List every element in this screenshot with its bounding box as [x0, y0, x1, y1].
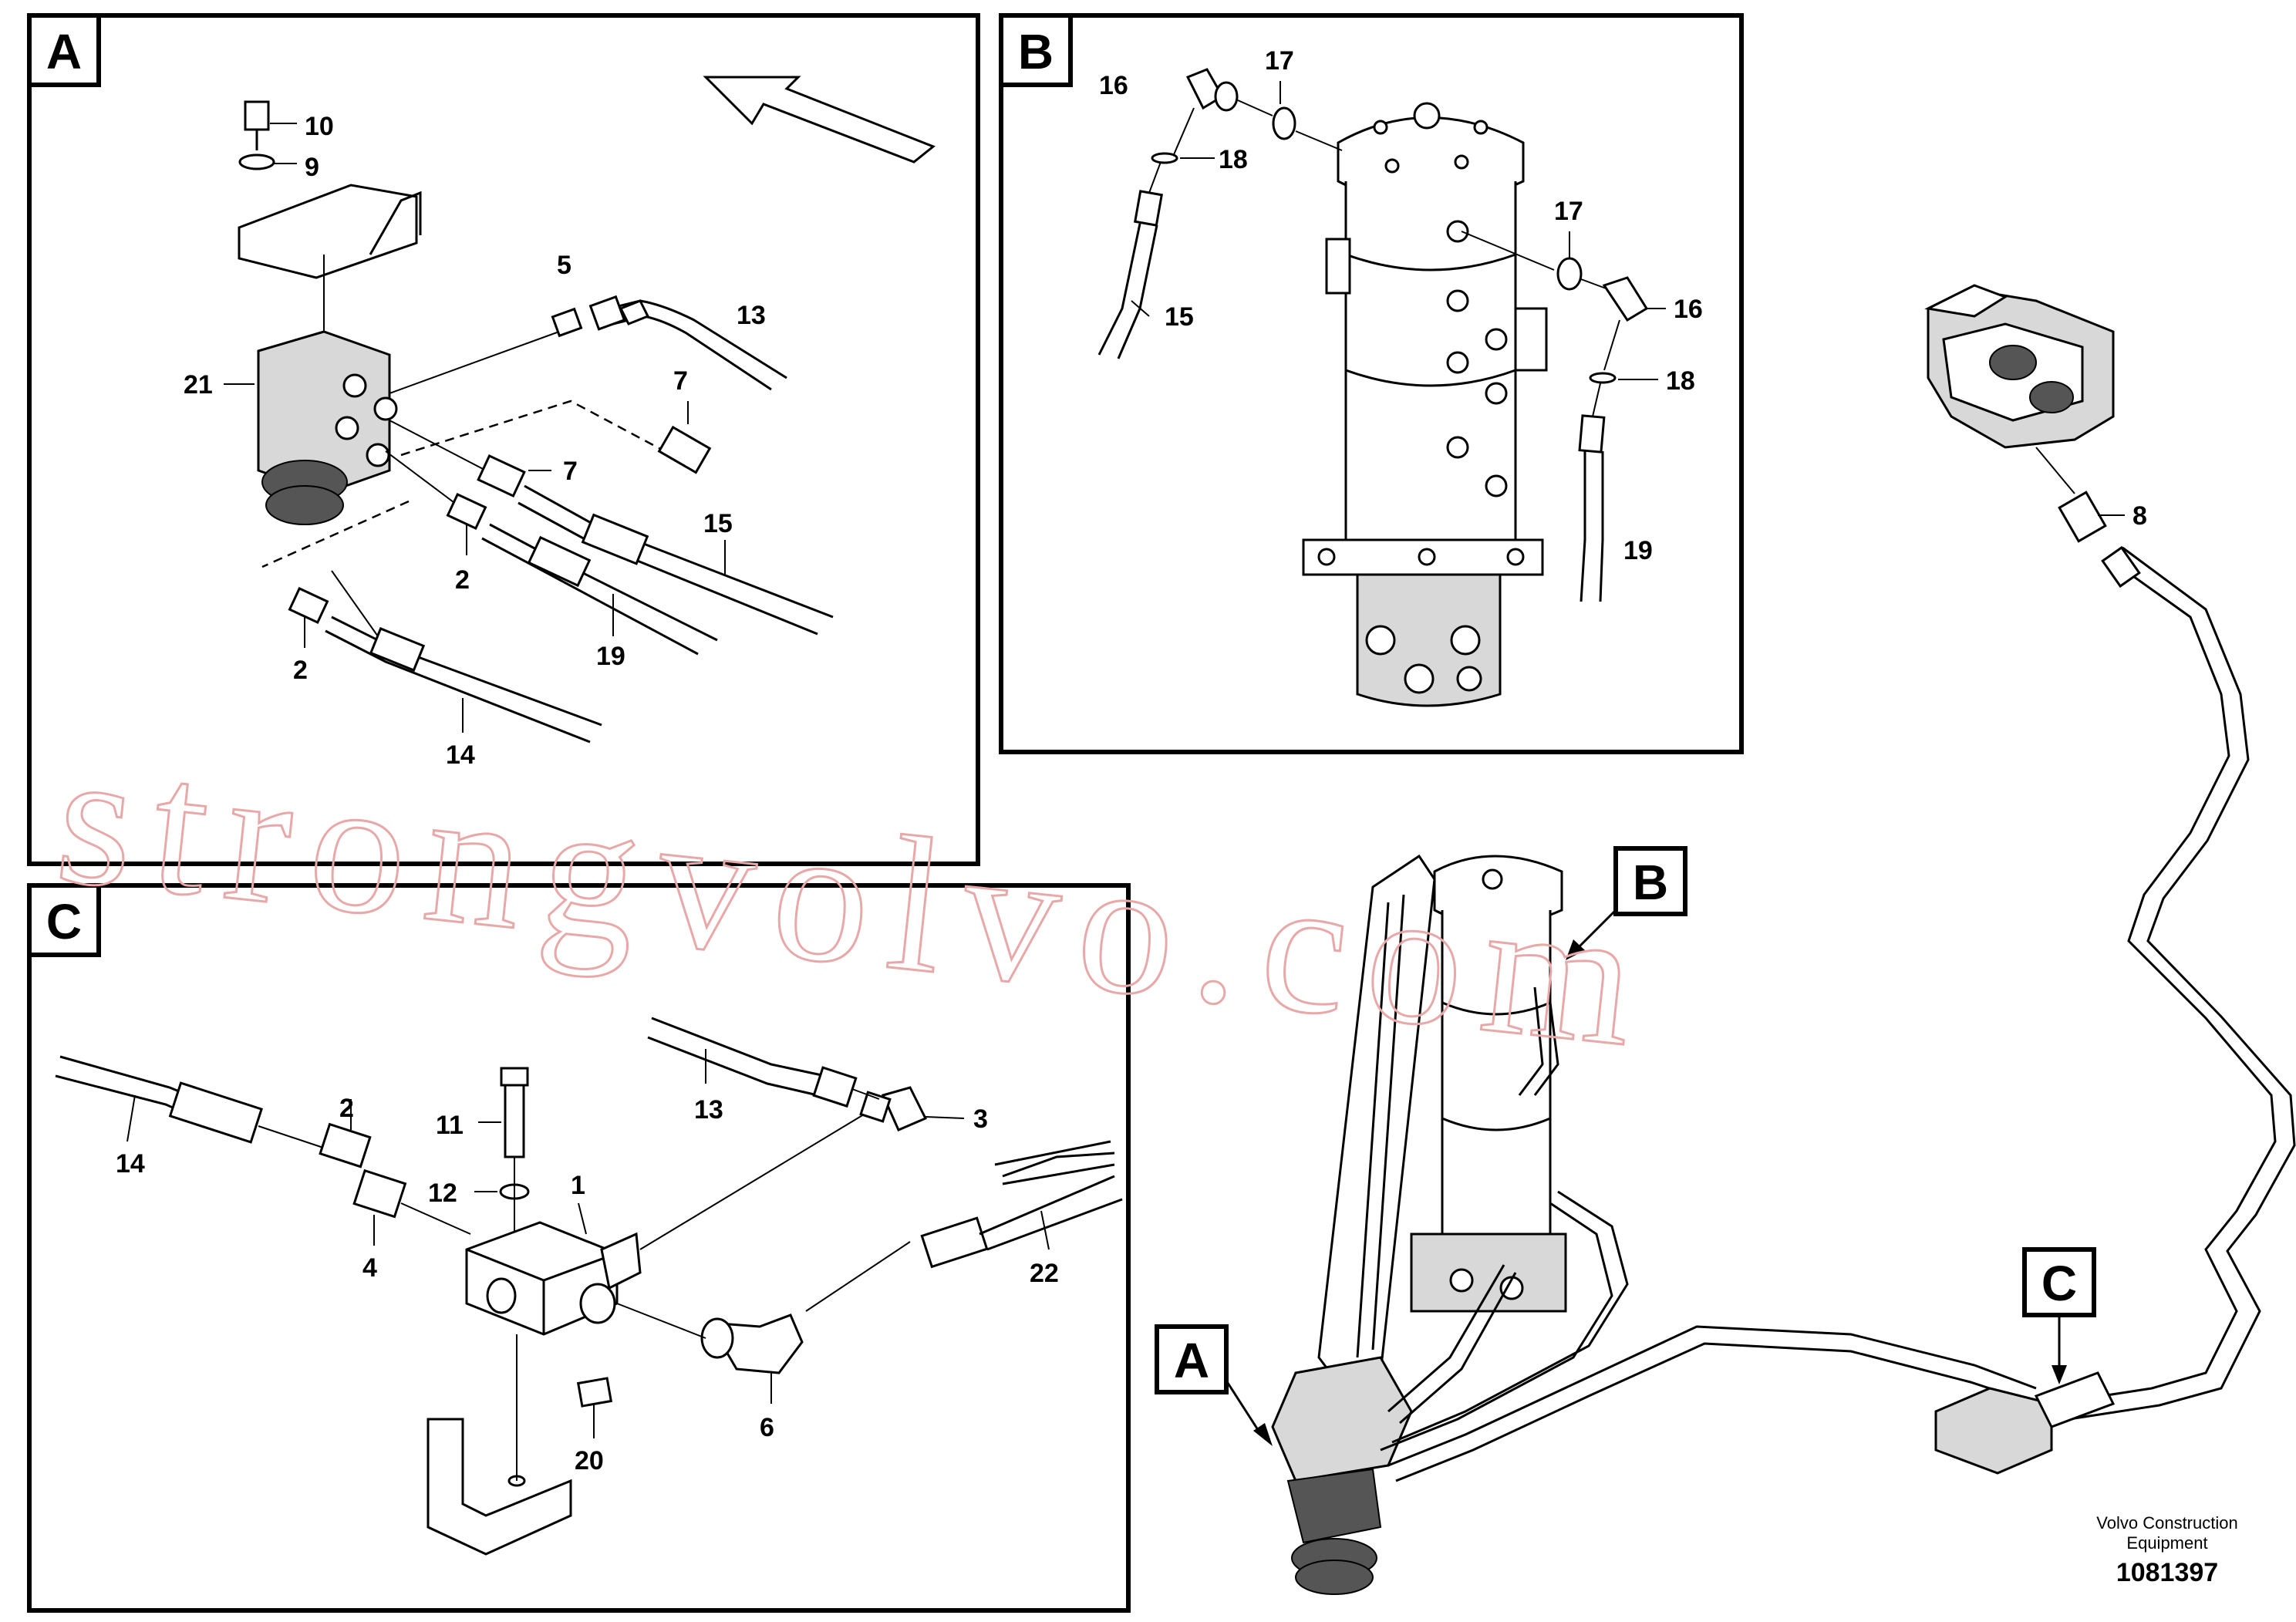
fitting-7-center	[477, 454, 526, 497]
label-b-18-upper: 18	[1219, 145, 1248, 174]
panel-c-frame	[27, 883, 1131, 1613]
label-c-22: 22	[1030, 1259, 1059, 1288]
fitting-4	[352, 1168, 407, 1219]
fitting-2-upper	[446, 492, 487, 531]
fitting-3	[881, 1086, 928, 1131]
panel-c-tag-box	[27, 883, 101, 957]
panel-a-tag: A	[46, 24, 82, 79]
fitting-16-right	[1602, 276, 1649, 322]
bracket-plate	[238, 184, 418, 279]
fitting-5	[551, 307, 583, 338]
o-ring-17-upper	[1272, 106, 1296, 140]
label-b-18-right: 18	[1666, 366, 1695, 396]
label-a-9: 9	[305, 153, 319, 182]
label-b-17-upper: 17	[1265, 46, 1294, 76]
panel-c-tag: C	[46, 894, 82, 949]
label-c-2: 2	[339, 1094, 354, 1123]
panel-b-tag: B	[1018, 24, 1054, 79]
doc-number: 1081397	[2116, 1558, 2218, 1587]
callout-b: B	[1633, 855, 1668, 910]
label-b-19: 19	[1623, 536, 1653, 565]
panel-b-frame	[999, 13, 1744, 754]
panel-b: B	[999, 13, 1744, 754]
credit-line-1: Volvo Construction	[2096, 1513, 2237, 1533]
watermark: strongvolvo.com	[49, 709, 1664, 1089]
o-ring-17-right	[1556, 257, 1583, 291]
direction-arrow-icon	[703, 76, 936, 164]
callout-b-box	[1613, 846, 1687, 916]
bolt-20	[576, 1377, 613, 1408]
overview-block	[1934, 1387, 2053, 1475]
pump	[1924, 284, 2115, 449]
steering-unit-21	[257, 330, 391, 495]
credit-line-2: Equipment	[2126, 1533, 2207, 1553]
hose-fitting-22	[920, 1216, 989, 1269]
bracket	[426, 1418, 572, 1556]
swivel-joint	[1302, 102, 1548, 707]
panel-a-tag-box	[27, 13, 101, 87]
hose-fitting-14	[168, 1081, 263, 1144]
callout-a: A	[1174, 1333, 1209, 1388]
label-c-6: 6	[760, 1413, 774, 1442]
label-a-10: 10	[305, 112, 334, 141]
label-a-21: 21	[184, 370, 213, 400]
label-a-2-upper: 2	[455, 565, 470, 595]
panel-c: C	[27, 883, 1131, 1613]
label-c-14: 14	[116, 1149, 145, 1179]
label-a-2-lower: 2	[293, 656, 308, 685]
fitting-2-lower	[288, 586, 329, 625]
o-ring-18-upper	[1151, 152, 1178, 164]
block-1	[465, 1221, 642, 1336]
label-main-8: 8	[2132, 501, 2147, 531]
label-c-13: 13	[694, 1095, 723, 1125]
elbow-6	[707, 1313, 804, 1374]
fitting-8	[2058, 491, 2107, 543]
washer-9	[238, 153, 275, 170]
label-b-16-upper: 16	[1099, 71, 1128, 100]
label-b-17-right: 17	[1554, 197, 1583, 226]
label-b-16-right: 16	[1674, 295, 1703, 324]
panel-b-tag-box	[999, 13, 1073, 87]
label-c-1: 1	[571, 1171, 585, 1200]
label-b-15: 15	[1165, 302, 1194, 332]
bolt-10	[244, 100, 270, 131]
label-a-14: 14	[446, 740, 475, 770]
label-a-7-center: 7	[563, 457, 578, 486]
label-c-11: 11	[436, 1111, 464, 1140]
label-a-13: 13	[737, 301, 766, 330]
fitting-7-right	[657, 425, 712, 474]
o-ring-18-right	[1589, 372, 1617, 384]
label-c-3: 3	[973, 1104, 988, 1134]
label-c-12: 12	[428, 1179, 457, 1208]
label-a-7-right: 7	[673, 366, 688, 396]
panel-a-frame	[27, 13, 980, 866]
label-a-5: 5	[557, 251, 571, 280]
callout-a-box	[1155, 1324, 1229, 1394]
overview-assembly: 8 A	[1155, 284, 2296, 1595]
callout-c: C	[2041, 1256, 2077, 1311]
label-c-4: 4	[362, 1253, 377, 1283]
label-a-19: 19	[596, 642, 625, 671]
label-c-20: 20	[575, 1446, 604, 1475]
fitting-2-c	[319, 1122, 372, 1168]
panel-a: A	[27, 13, 980, 866]
label-a-15: 15	[703, 509, 733, 538]
